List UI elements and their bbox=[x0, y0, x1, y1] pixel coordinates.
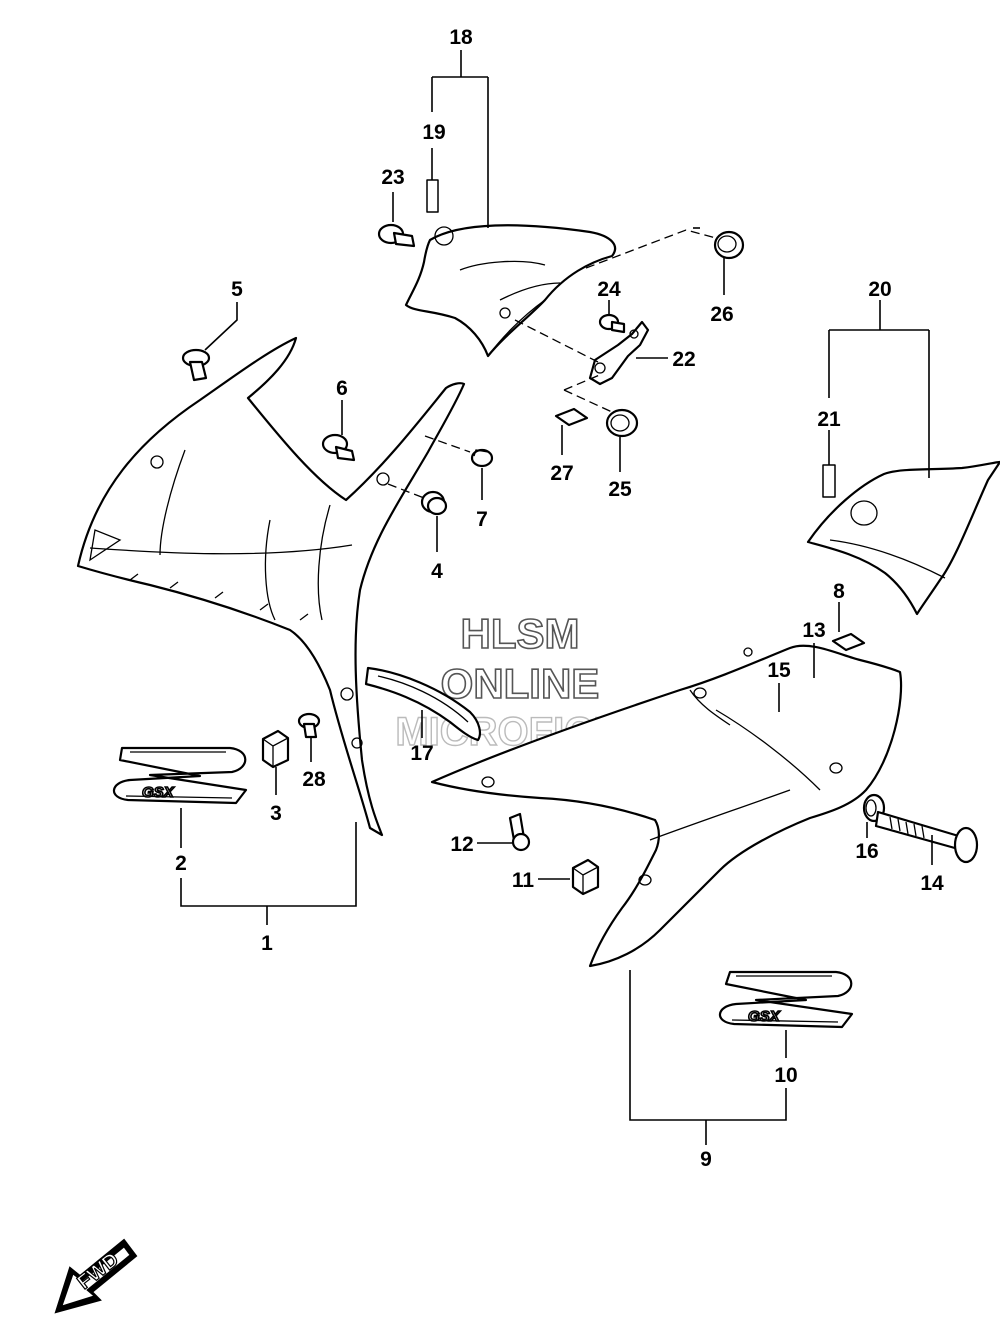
bracket-22[interactable] bbox=[588, 320, 650, 386]
pad-27[interactable] bbox=[554, 407, 589, 427]
label-26: 26 bbox=[710, 303, 733, 326]
pad-8[interactable] bbox=[831, 632, 866, 652]
label-28: 28 bbox=[302, 768, 326, 791]
label-17: 17 bbox=[410, 742, 433, 765]
label-10: 10 bbox=[774, 1064, 797, 1087]
bolt-14[interactable] bbox=[874, 810, 979, 864]
grommet-4[interactable] bbox=[420, 490, 448, 516]
screw-12[interactable] bbox=[508, 812, 531, 852]
upper-fairing[interactable] bbox=[76, 336, 466, 837]
fwd-arrow-icon: FWD bbox=[54, 1238, 138, 1314]
label-27: 27 bbox=[550, 462, 573, 485]
gsxr-decal-upper[interactable]: GSX bbox=[112, 746, 248, 805]
label-12: 12 bbox=[450, 833, 473, 856]
label-6: 6 bbox=[336, 377, 348, 400]
cushion-3[interactable] bbox=[261, 729, 290, 769]
cushion-11[interactable] bbox=[571, 858, 600, 896]
label-1: 1 bbox=[261, 932, 273, 955]
screw-24[interactable] bbox=[598, 313, 626, 334]
label-7: 7 bbox=[476, 508, 488, 531]
inner-panel-right[interactable] bbox=[806, 460, 1000, 616]
label-21: 21 bbox=[817, 408, 841, 431]
label-25: 25 bbox=[608, 478, 632, 501]
callout-labels: 18 19 23 5 24 26 20 22 6 21 27 25 7 4 8 … bbox=[175, 26, 944, 1171]
label-11: 11 bbox=[512, 869, 535, 892]
label-18: 18 bbox=[449, 26, 473, 49]
side-cowling[interactable] bbox=[430, 644, 903, 968]
label-5: 5 bbox=[231, 278, 243, 301]
leader-lines bbox=[180, 50, 933, 1145]
label-4: 4 bbox=[431, 560, 443, 583]
grommet-25[interactable] bbox=[605, 408, 639, 438]
label-19: 19 bbox=[422, 121, 445, 144]
label-2: 2 bbox=[175, 852, 187, 875]
label-8: 8 bbox=[833, 580, 845, 603]
screw-28[interactable] bbox=[297, 712, 321, 739]
nut-7[interactable] bbox=[470, 448, 494, 468]
gsxr-decal-lower[interactable]: GSX bbox=[718, 970, 854, 1029]
label-13: 13 bbox=[802, 619, 825, 642]
label-24: 24 bbox=[597, 278, 621, 301]
label-16: 16 bbox=[855, 840, 878, 863]
label-22: 22 bbox=[672, 348, 695, 371]
watermark-line2: ONLINE bbox=[441, 660, 600, 707]
label-3: 3 bbox=[270, 802, 282, 825]
label-15: 15 bbox=[767, 659, 791, 682]
inner-panel-left[interactable] bbox=[404, 224, 617, 358]
grommet-26[interactable] bbox=[713, 230, 745, 260]
decal-text-upper: GSX bbox=[142, 784, 175, 801]
label-14: 14 bbox=[920, 872, 944, 895]
label-9: 9 bbox=[700, 1148, 712, 1171]
stay-17[interactable] bbox=[364, 666, 481, 742]
label-20: 20 bbox=[868, 278, 891, 301]
decal-text-lower: GSX bbox=[748, 1008, 781, 1025]
screw-5[interactable] bbox=[181, 348, 211, 382]
watermark-line1: HLSM bbox=[461, 610, 580, 657]
screw-6[interactable] bbox=[321, 433, 356, 462]
screw-23[interactable] bbox=[377, 223, 416, 248]
label-23: 23 bbox=[381, 166, 404, 189]
